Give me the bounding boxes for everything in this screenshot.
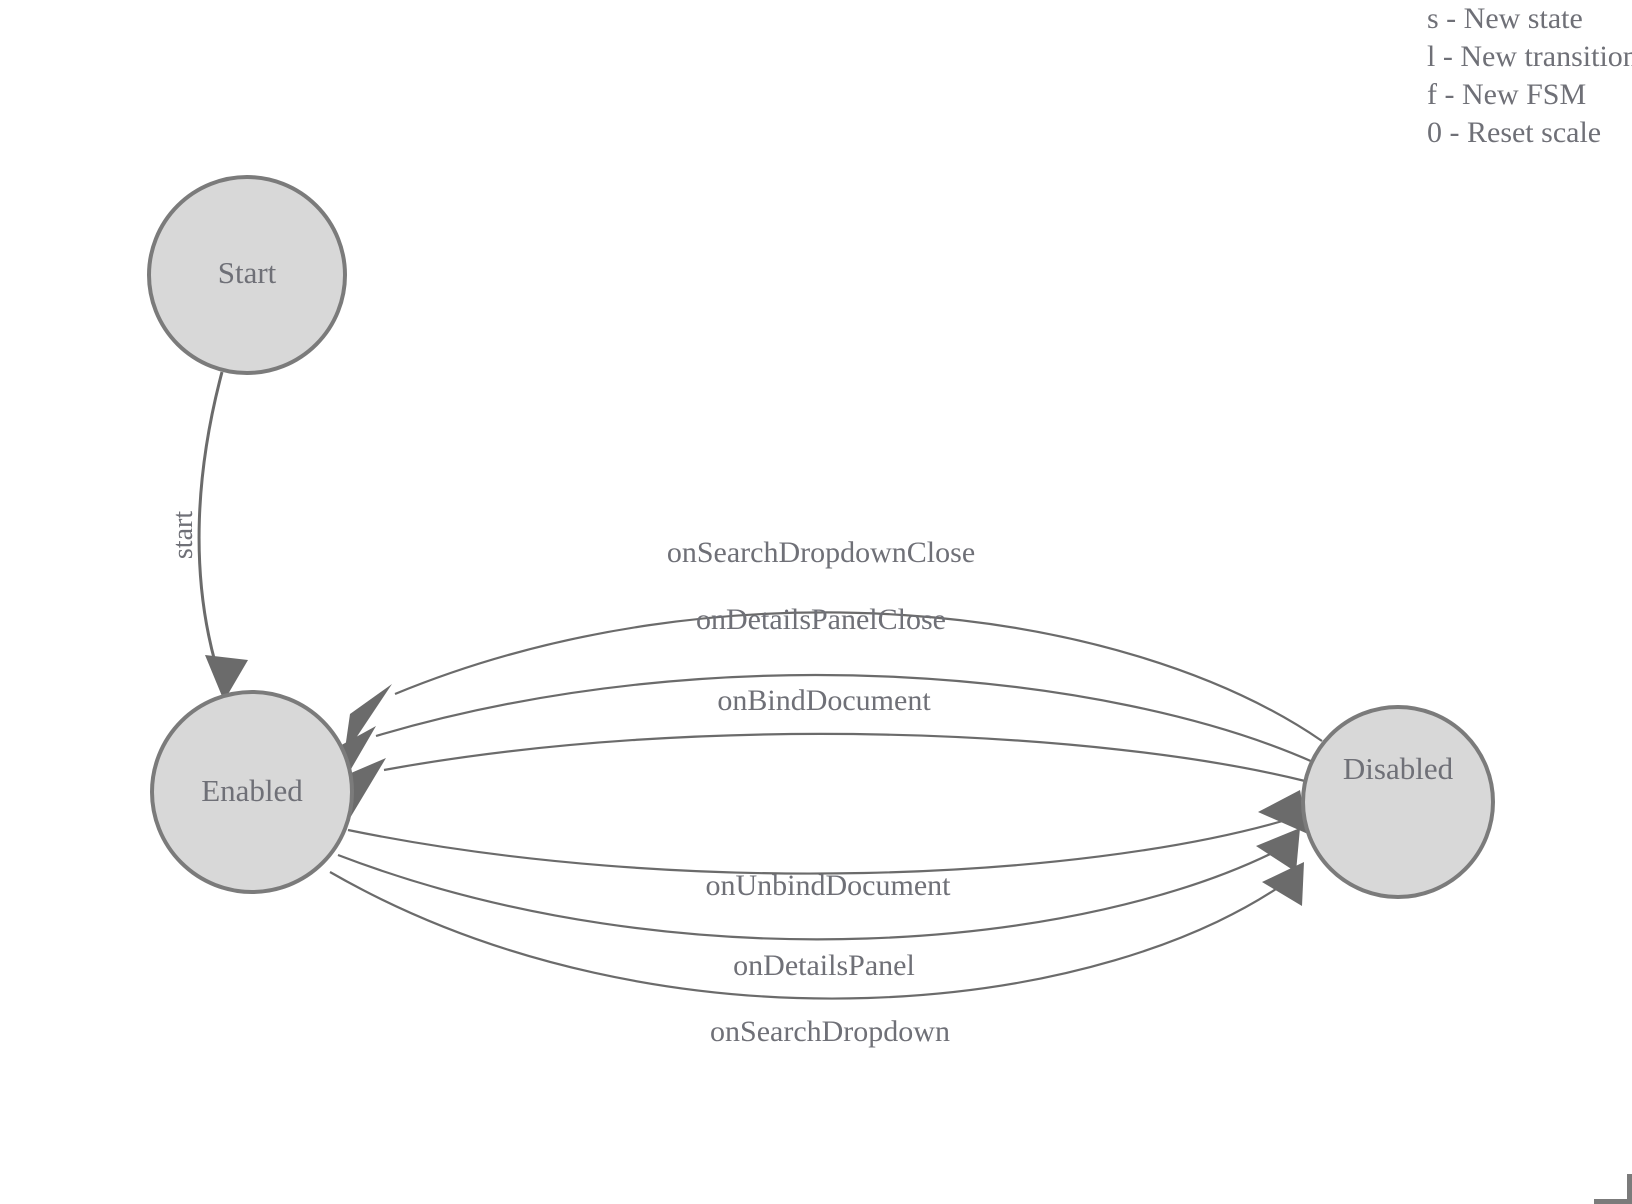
legend-line-new-transition: l - New transition	[1427, 40, 1632, 73]
edge-label-onunbinddocument: onUnbindDocument	[706, 869, 952, 902]
edge-disabled-to-enabled-detailspanelclose[interactable]: onDetailsPanelClose	[336, 603, 1314, 788]
node-enabled-label: Enabled	[201, 773, 303, 808]
edge-enabled-to-disabled-searchdropdown[interactable]: onSearchDropdown	[329, 862, 1304, 1048]
node-start[interactable]: Start	[147, 175, 347, 375]
legend-line-new-fsm: f - New FSM	[1427, 78, 1587, 111]
legend-panel: s - New state l - New transition f - New…	[1427, 0, 1632, 155]
edge-path-ondetailspanelclose[interactable]	[375, 674, 1314, 764]
edge-label-onsearchdropdownclose: onSearchDropdownClose	[667, 536, 975, 569]
node-disabled-circle[interactable]	[1301, 705, 1495, 899]
edge-label-onbinddocument: onBindDocument	[717, 684, 931, 717]
node-disabled-label: Disabled	[1343, 751, 1454, 786]
node-start-circle[interactable]	[147, 175, 347, 375]
edge-path-start[interactable]	[197, 371, 224, 663]
edge-path-onunbinddocument[interactable]	[347, 818, 1287, 875]
arrowhead-into-disabled-1	[1258, 790, 1308, 834]
edge-disabled-to-enabled-searchdropdownclose[interactable]: onSearchDropdownClose	[344, 536, 1323, 756]
resize-handle[interactable]	[1594, 1174, 1632, 1204]
edge-path-ondetailspanel[interactable]	[337, 844, 1289, 941]
resize-handle-vertical-bar	[1627, 1174, 1632, 1204]
edge-label-start: start	[168, 511, 199, 559]
edge-label-ondetailspanel: onDetailsPanel	[733, 949, 915, 982]
arrowhead-into-enabled-3	[344, 758, 386, 818]
node-enabled-circle[interactable]	[150, 690, 354, 894]
edge-disabled-to-enabled-binddocument[interactable]: onBindDocument	[344, 684, 1306, 818]
arrowhead-into-disabled-3	[1262, 862, 1304, 906]
edge-path-onsearchdropdownclose[interactable]	[394, 611, 1323, 742]
edge-path-onbinddocument[interactable]	[383, 732, 1306, 783]
legend-lines: s - New state l - New transition f - New…	[1427, 0, 1632, 152]
edge-enabled-to-disabled-detailspanel[interactable]: onDetailsPanel	[337, 828, 1300, 982]
node-enabled[interactable]: Enabled	[150, 690, 354, 894]
arrowhead-into-enabled-start	[205, 655, 248, 701]
edge-enabled-to-disabled-unbinddocument[interactable]: onUnbindDocument	[347, 790, 1308, 902]
arrowhead-into-disabled-2	[1256, 828, 1300, 872]
edge-label-onsearchdropdown: onSearchDropdown	[710, 1015, 950, 1048]
resize-handle-horizontal-bar	[1594, 1199, 1632, 1204]
legend-line-reset-scale: 0 - Reset scale	[1427, 116, 1602, 149]
node-disabled[interactable]: Disabled	[1301, 705, 1495, 899]
edge-path-onsearchdropdown[interactable]	[329, 871, 1301, 1000]
edge-label-ondetailspanelclose: onDetailsPanelClose	[696, 603, 946, 636]
node-start-label: Start	[218, 255, 277, 290]
edge-start-to-enabled[interactable]: start	[168, 371, 248, 701]
legend-line-new-state: s - New state	[1427, 2, 1583, 35]
